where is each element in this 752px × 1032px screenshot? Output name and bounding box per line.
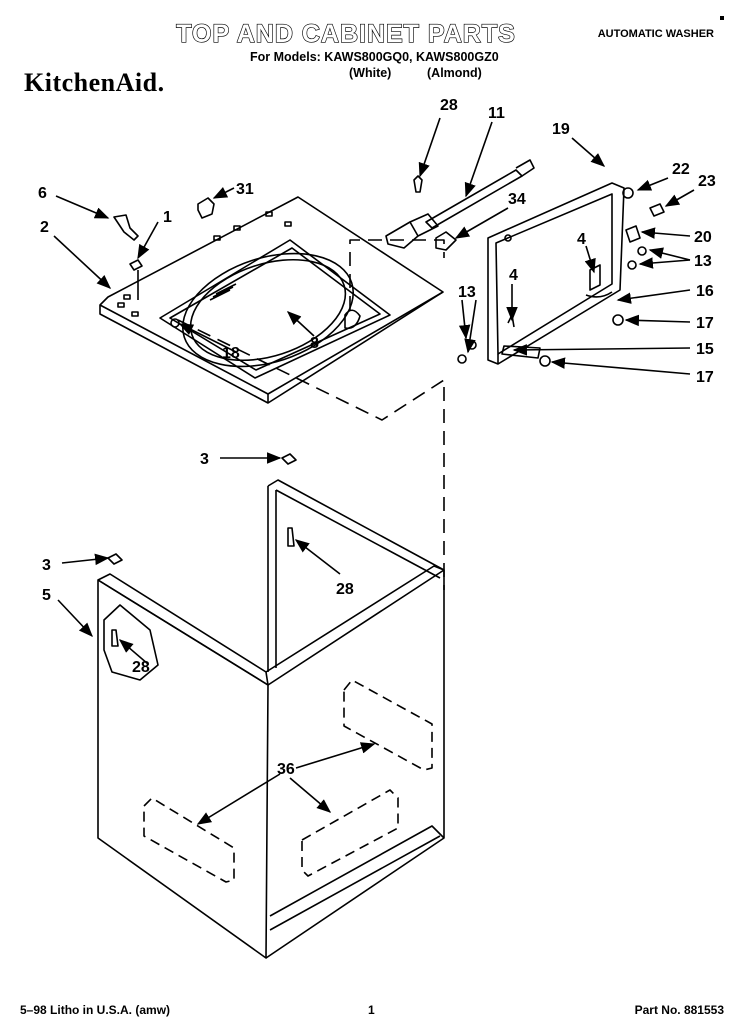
callout-17-lower: 17 [696,369,714,386]
callout-19: 19 [552,121,570,138]
callout-28-side: 28 [132,659,150,676]
callout-16: 16 [696,283,714,300]
alignment-lines [177,239,445,590]
callout-28-top: 28 [440,97,458,114]
variant-almond: (Almond) [427,66,482,80]
callout-3-lower: 3 [42,557,51,574]
callout-4-frame: 4 [577,231,586,248]
page-number: 1 [368,1003,375,1017]
appliance-type: AUTOMATIC WASHER [597,28,714,40]
callout-18: 18 [222,345,240,362]
leader-arrows [53,117,695,825]
cabinet-clips [107,453,297,647]
callout-13-left: 13 [458,284,476,301]
hardware-fasteners [457,187,665,367]
callout-28-cabinet: 28 [336,581,354,598]
clip-part [113,214,139,241]
callout-17-upper: 17 [696,315,714,332]
callout-4-lower: 4 [509,267,518,284]
callout-6: 6 [38,185,47,202]
model-numbers: For Models: KAWS800GQ0, KAWS800GZ0 [250,50,499,64]
brand-logo: KitchenAid. [24,68,165,97]
callout-13-right: 13 [694,253,712,270]
bumper-part [129,259,143,300]
callout-8: 8 [310,335,319,352]
page-title-text: TOP AND CABINET PARTS [176,19,516,48]
callout-23: 23 [698,173,716,190]
page-title: TOP AND CABINET PARTS [0,19,752,49]
cabinet-vents [143,679,433,883]
screw-part [413,175,423,193]
callout-11: 11 [488,105,505,122]
callout-1: 1 [163,209,172,226]
callout-3-upper: 3 [200,451,209,468]
hose-assembly [385,159,535,249]
callout-2: 2 [40,219,49,236]
callout-15: 15 [696,341,714,358]
print-info: 5–98 Litho in U.S.A. (amw) [20,1003,171,1017]
switch-part [435,231,457,251]
callout-36: 36 [277,761,295,778]
callout-labels: 28 11 19 6 31 1 2 34 22 23 4 20 13 16 4 … [38,97,716,778]
washer-top-panel [99,196,444,404]
variant-white: (White) [349,66,392,80]
callout-31: 31 [236,181,254,198]
callout-34: 34 [508,191,526,208]
bracket-part [197,197,215,219]
corner-mark [720,16,724,20]
callout-5: 5 [42,587,51,604]
part-number: Part No. 881553 [634,1003,724,1017]
callout-22: 22 [672,161,690,178]
washer-cabinet [97,479,445,959]
callout-20: 20 [694,229,712,246]
